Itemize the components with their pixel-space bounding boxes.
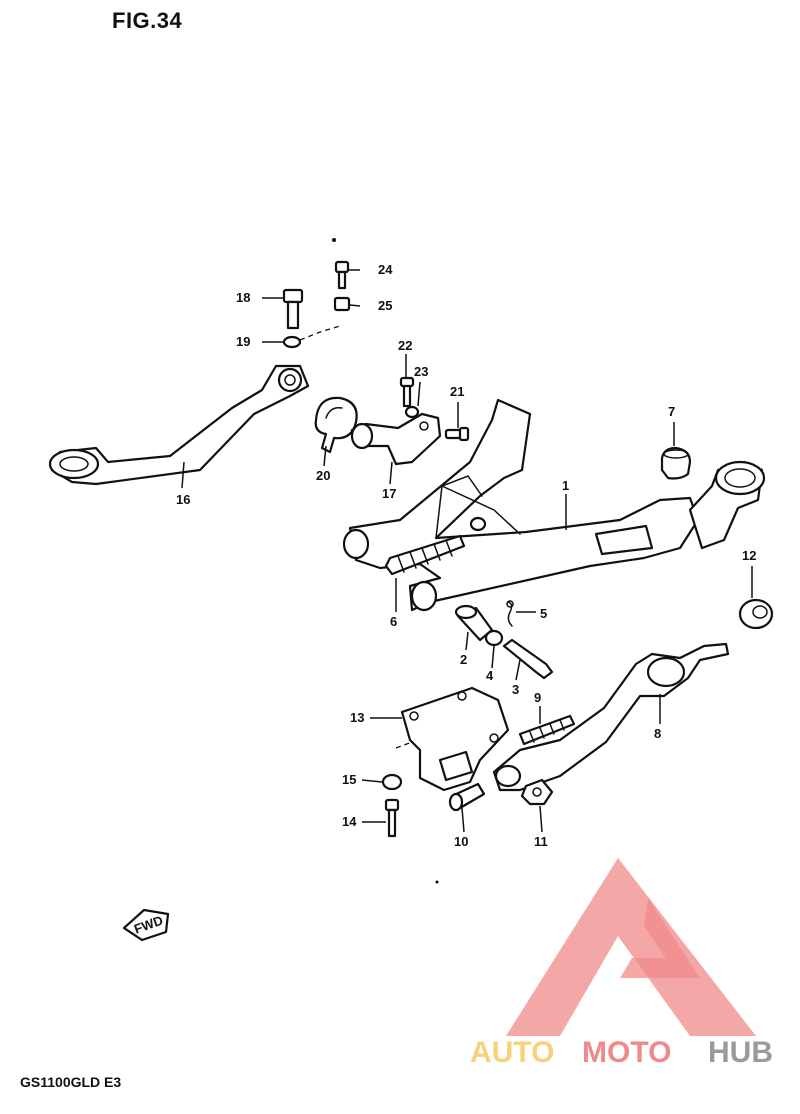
callout-22: 22: [398, 338, 412, 353]
part-7-rubber-stop: [660, 446, 692, 480]
callout-20: 20: [316, 468, 330, 483]
scan-speck: [332, 238, 336, 242]
part-25-nut: [333, 296, 351, 312]
fwd-arrow-icon: FWD: [122, 908, 170, 942]
callout-21: 21: [450, 384, 464, 399]
part-5-cotter-pin: [506, 600, 514, 627]
callout-17: 17: [382, 486, 396, 501]
callout-23: 23: [414, 364, 428, 379]
callout-7: 7: [668, 404, 675, 419]
watermark-word-hub: HUB: [708, 1036, 773, 1069]
part-10-bolt: [448, 782, 486, 812]
part-2-bushing: [454, 604, 494, 642]
callout-8: 8: [654, 726, 661, 741]
callout-16: 16: [176, 492, 190, 507]
part-8-side-stand: [492, 642, 730, 792]
callout-3: 3: [512, 682, 519, 697]
part-4-washer: [484, 629, 504, 647]
callout-6: 6: [390, 614, 397, 629]
callout-25: 25: [378, 298, 392, 313]
figure-title: FIG.34: [112, 8, 183, 33]
callout-15: 15: [342, 772, 356, 787]
callout-24: 24: [378, 262, 393, 277]
watermark-word-auto: AUTO: [470, 1036, 554, 1069]
part-12-grommet: [738, 598, 774, 630]
callout-12: 12: [742, 548, 756, 563]
callout-5: 5: [540, 606, 547, 621]
part-3-bolt: [502, 638, 554, 680]
part-9-spring: [518, 714, 576, 746]
part-19-washer: [282, 335, 302, 349]
part-22-bolt: [399, 376, 415, 408]
watermark-logo: AUTO MOTO HUB: [470, 858, 773, 1069]
part-14-bolt: [384, 798, 400, 838]
callout-19: 19: [236, 334, 250, 349]
part-24-bolt: [334, 260, 350, 290]
part-20-spring-clip: [314, 396, 358, 454]
part-13-bracket: [400, 686, 510, 792]
callout-10: 10: [454, 834, 468, 849]
model-code: GS1100GLD E3: [20, 1074, 122, 1090]
scan-speck: [435, 880, 439, 884]
callout-2: 2: [460, 652, 467, 667]
callout-9: 9: [534, 690, 541, 705]
callout-labels: 1 2 3 4 5 6 7 8 9 10 11 12 13 14 15 16 1…: [176, 262, 756, 849]
leader-lines: [181, 269, 753, 833]
part-15-nut: [381, 773, 403, 791]
part-21-bolt: [444, 426, 470, 442]
callout-11: 11: [534, 834, 548, 849]
watermark-triangle-inner: [620, 898, 700, 978]
callout-18: 18: [236, 290, 250, 305]
callout-1: 1: [562, 478, 569, 493]
part-23-washer: [404, 405, 420, 419]
part-11-nut: [520, 778, 554, 806]
watermark-word-moto: MOTO: [582, 1036, 671, 1069]
watermark-triangle: [506, 858, 756, 1036]
callout-14: 14: [342, 814, 357, 829]
part-17-bracket: [350, 412, 442, 466]
part-6-spring: [384, 534, 466, 576]
part-18-bolt: [282, 288, 304, 330]
callout-13: 13: [350, 710, 364, 725]
callout-4: 4: [486, 668, 494, 683]
part-16-lever-arm: [48, 364, 310, 486]
